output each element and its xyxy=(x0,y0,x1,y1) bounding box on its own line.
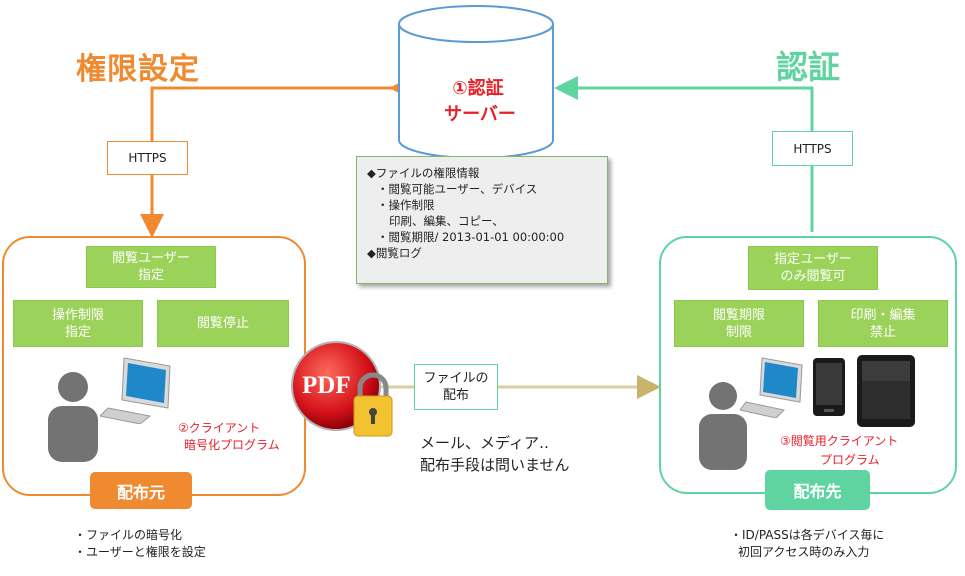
recipient-note-line: 初回アクセス時のみ入力 xyxy=(738,545,870,559)
info-line: ・閲覧可能ユーザー、デバイス xyxy=(377,182,538,196)
info-line: ・操作制限 xyxy=(377,198,435,212)
file-distribution-box: ファイルの 配布 xyxy=(414,364,498,410)
viewer-program-label-2: プログラム xyxy=(820,453,880,467)
green-connector xyxy=(554,76,814,232)
media-text-2: 配布手段は問いません xyxy=(420,456,570,474)
computer-icon xyxy=(740,357,803,418)
person-icon xyxy=(48,372,98,462)
media-text-1: メール、メディア‥ xyxy=(420,434,549,452)
pdf-lock-icon xyxy=(291,341,393,437)
https-label-left: HTTPS xyxy=(107,141,188,175)
encryption-program-label-2: 暗号化プログラム xyxy=(184,438,280,452)
smartphone-icon xyxy=(813,358,845,416)
info-line: ・閲覧期限/ 2013-01-01 00:00:00 xyxy=(377,230,565,244)
sender-note: ・ファイルの暗号化 ・ユーザーと権限を設定 xyxy=(74,527,206,561)
encryption-program-label-1: ②クライアント xyxy=(178,421,261,435)
expiry-limit-box: 閲覧期限 制限 xyxy=(674,300,804,347)
title-authentication: 認証 xyxy=(776,48,841,86)
recipient-note-line: ・ID/PASSは各デバイス毎に xyxy=(730,528,885,542)
server-label-1: ①認証 xyxy=(452,78,504,99)
permission-info-box: ◆ファイルの権限情報 ・閲覧可能ユーザー、デバイス ・操作制限 印刷、編集、コピ… xyxy=(356,156,608,284)
print-edit-prohibited-box: 印刷・編集 禁止 xyxy=(818,300,948,347)
recipient-note: ・ID/PASSは各デバイス毎に 初回アクセス時のみ入力 xyxy=(730,527,884,561)
info-line: ◆ファイルの権限情報 xyxy=(367,166,480,180)
sender-note-line: ・ファイルの暗号化 xyxy=(74,528,183,542)
designated-user-box: 指定ユーザー のみ閲覧可 xyxy=(748,246,878,290)
specify-viewer-box: 閲覧ユーザー 指定 xyxy=(86,246,216,288)
person-icon xyxy=(699,382,747,470)
sender-note-line: ・ユーザーと権限を設定 xyxy=(74,545,206,559)
server-label-2: サーバー xyxy=(444,104,516,125)
operation-limit-box: 操作制限 指定 xyxy=(13,300,143,347)
sender-badge: 配布元 xyxy=(90,472,192,509)
https-label-right: HTTPS xyxy=(772,131,853,166)
stop-viewing-box: 閲覧停止 xyxy=(157,300,289,347)
info-line: ◆閲覧ログ xyxy=(367,246,422,260)
computer-icon xyxy=(100,357,171,424)
orange-connector xyxy=(140,76,413,238)
pdf-label: PDF xyxy=(302,372,351,399)
info-line: 印刷、編集、コピー、 xyxy=(389,214,504,228)
recipient-badge: 配布先 xyxy=(765,470,870,510)
viewer-program-label-1: ③閲覧用クライアント xyxy=(780,434,899,448)
tablet-icon xyxy=(857,355,915,427)
